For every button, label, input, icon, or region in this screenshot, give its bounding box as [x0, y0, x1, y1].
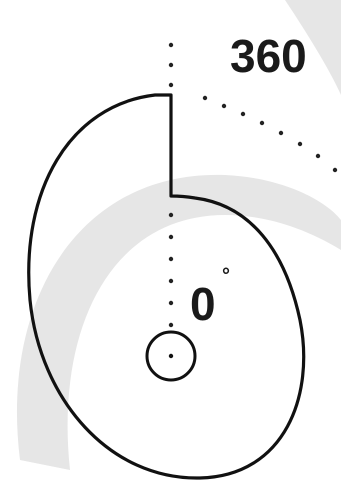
- diagonal-dotted-line: [203, 96, 337, 172]
- label-zero: 0: [190, 278, 216, 330]
- degree-symbol: °: [222, 265, 230, 287]
- center-dot: [169, 354, 173, 358]
- background-band-outer: [17, 175, 341, 470]
- label-360: 360: [230, 30, 307, 82]
